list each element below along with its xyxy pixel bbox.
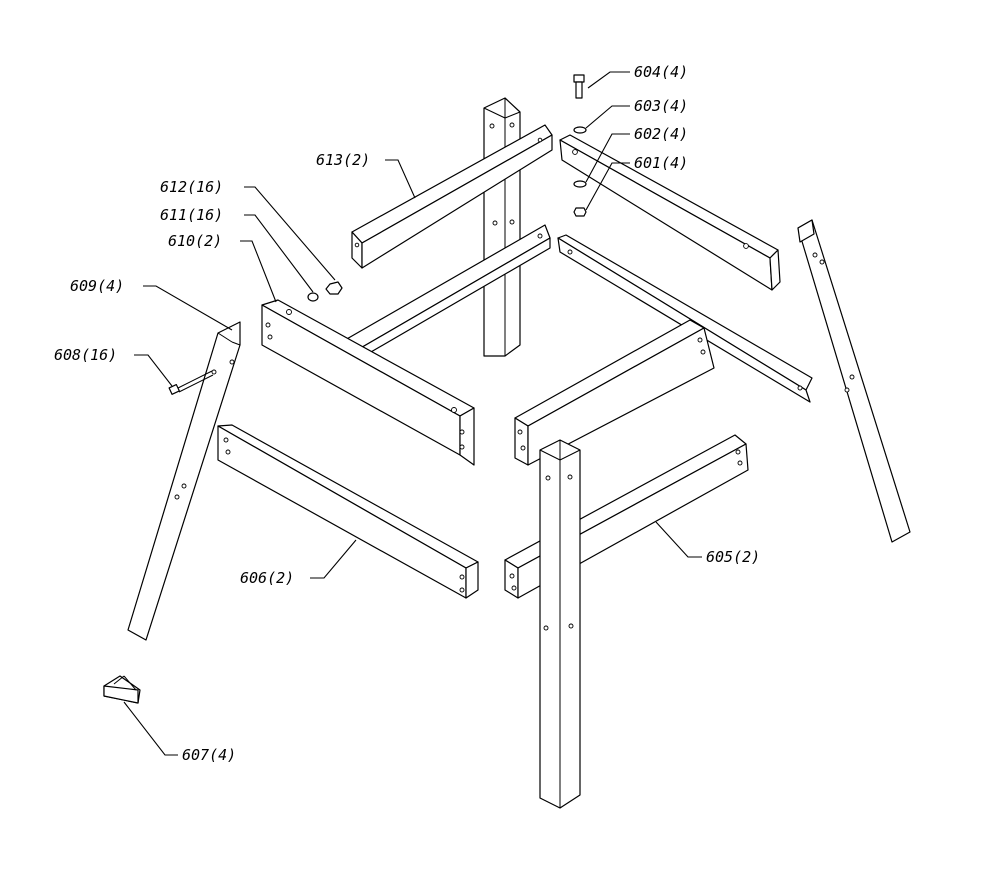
callout-604: 604(4) <box>634 63 688 81</box>
rail-613-left <box>351 124 553 269</box>
callout-612: 612(16) <box>160 178 223 196</box>
callout-605: 605(2) <box>706 548 760 566</box>
leader-605 <box>655 521 702 558</box>
leader-611 <box>244 214 314 293</box>
rail-606 <box>217 424 479 599</box>
rail-inner-right <box>557 234 813 403</box>
apron-610 <box>261 299 475 466</box>
leader-612 <box>244 186 336 281</box>
callout-609: 609(4) <box>70 277 124 295</box>
washer-611 <box>307 292 319 302</box>
nut-612 <box>325 281 343 295</box>
callout-602: 602(4) <box>634 125 688 143</box>
leader-601 <box>585 162 630 211</box>
leader-606 <box>310 539 357 579</box>
washer-603 <box>573 126 587 134</box>
nut-601 <box>573 207 587 217</box>
leader-602 <box>585 133 630 183</box>
leader-608 <box>134 354 173 387</box>
callout-608: 608(16) <box>54 346 117 364</box>
callout-607: 607(4) <box>182 746 236 764</box>
washer-602 <box>573 180 587 188</box>
leader-lines <box>123 71 702 756</box>
rail-613-right <box>559 134 781 291</box>
leg-right-side <box>797 219 911 543</box>
callout-611: 611(16) <box>160 206 223 224</box>
callout-601: 601(4) <box>634 154 688 172</box>
leader-609 <box>143 285 233 331</box>
leader-603 <box>585 105 630 129</box>
callout-613: 613(2) <box>316 151 370 169</box>
callout-606: 606(2) <box>240 569 294 587</box>
leg-front-center <box>539 439 581 809</box>
leg-rear-center <box>483 97 521 357</box>
leg-609 <box>127 321 241 641</box>
leader-604 <box>587 71 630 89</box>
leader-610 <box>240 240 277 303</box>
leader-607 <box>123 701 178 756</box>
foot-607 <box>103 675 141 704</box>
callout-610: 610(2) <box>168 232 222 250</box>
bolt-604 <box>573 74 585 99</box>
bolt-608 <box>168 370 214 395</box>
apron-front-right <box>514 319 715 466</box>
callout-603: 603(4) <box>634 97 688 115</box>
leader-613 <box>385 159 416 199</box>
